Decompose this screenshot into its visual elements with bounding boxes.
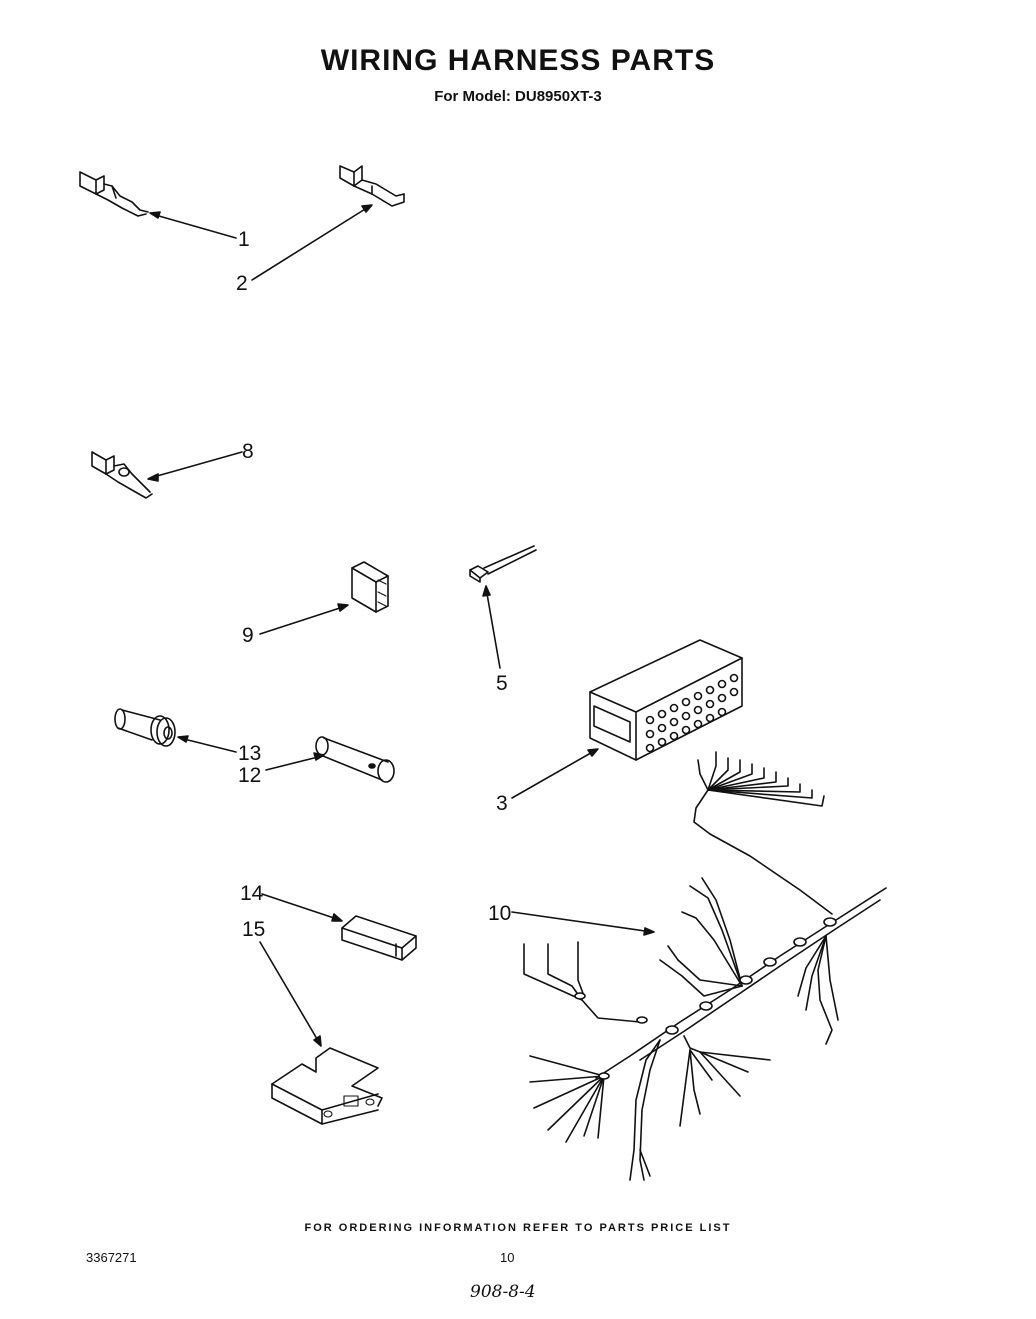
part-14-connector [341,915,417,961]
ordering-info-note: FOR ORDERING INFORMATION REFER TO PARTS … [304,1222,732,1234]
leader-lines [147,204,655,1047]
callout-5: 5 [496,672,508,695]
callout-numbers: 1 2 8 9 5 13 12 3 14 15 10 [236,228,511,941]
callout-12: 12 [238,764,261,787]
part-10-wiring-harness [523,751,887,1181]
part-15-housing [271,1047,383,1125]
part-2-terminal [339,165,405,207]
model-subtitle: For Model: DU8950XT-3 [434,88,602,105]
part-3-connector-block [589,639,743,761]
page-title: WIRING HARNESS PARTS [320,44,716,77]
part-13-grommet [114,708,176,747]
callout-9: 9 [242,624,254,647]
callout-1: 1 [238,228,250,251]
callout-2: 2 [236,272,248,295]
handwritten-note: 908-8-4 [470,1282,536,1302]
part-9-clip [351,561,389,613]
callout-13: 13 [238,742,261,765]
part-1-terminal [79,171,149,217]
callout-15: 15 [242,918,265,941]
document-number: 3367271 [86,1250,137,1265]
part-8-terminal [91,451,153,499]
callout-10: 10 [488,902,511,925]
callout-3: 3 [496,792,508,815]
part-5-cable-tie [469,545,537,583]
callout-8: 8 [242,440,254,463]
part-12-sleeve [315,736,395,783]
page-number: 10 [500,1250,515,1265]
callout-14: 14 [240,882,264,905]
